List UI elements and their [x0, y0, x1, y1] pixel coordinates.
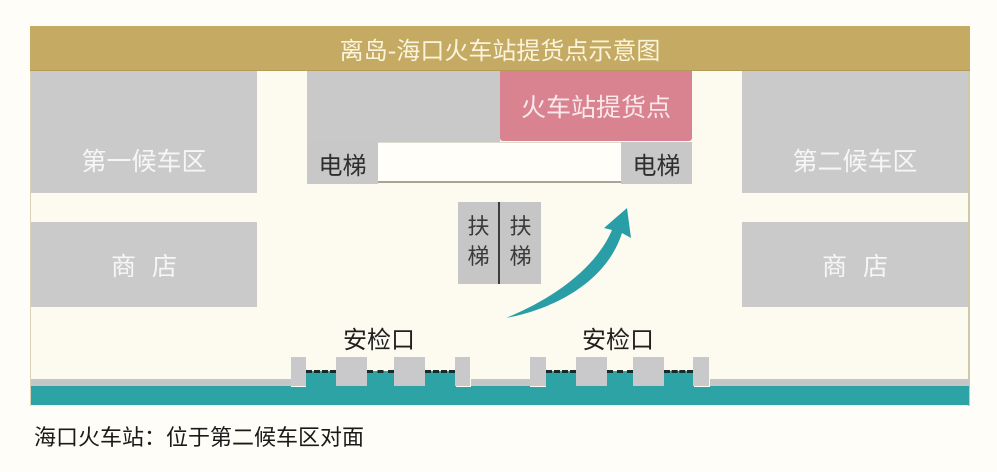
- floor-line: [31, 379, 969, 387]
- first-waiting-area-label: 第一候车区: [81, 147, 207, 176]
- right-gate-post-2: [576, 357, 607, 386]
- second-waiting-area-label: 第二候车区: [792, 147, 918, 176]
- second-waiting-area: 第二候车区: [742, 71, 968, 193]
- right-escalator-char-2: 梯: [509, 245, 532, 270]
- left-gate-lane-3: [425, 370, 455, 373]
- floor-teal-band: [31, 386, 969, 405]
- first-waiting-area: 第一候车区: [31, 71, 257, 193]
- left-elevator: 电梯: [307, 142, 378, 184]
- right-gate-lane-3: [664, 370, 693, 373]
- right-gate-post-3: [633, 357, 664, 386]
- left-gate-post-4: [455, 357, 470, 386]
- left-shop: 商店: [31, 222, 257, 307]
- left-security-label: 安检口: [343, 326, 415, 354]
- left-gate-lane-2: [367, 370, 394, 373]
- left-gate-post-3: [394, 357, 425, 386]
- left-escalator: 扶 梯: [458, 202, 499, 284]
- left-escalator-char-2: 梯: [467, 245, 490, 270]
- right-gate-teal: [546, 371, 694, 387]
- pickup-point: 火车站提货点: [500, 71, 692, 141]
- elevator-corridor: [378, 142, 621, 183]
- direction-arrow-icon: [506, 208, 631, 318]
- right-gate-lane-1: [546, 370, 576, 373]
- right-shop-label: 商店: [821, 251, 904, 281]
- left-elevator-label: 电梯: [318, 151, 367, 180]
- right-escalator-char-1: 扶: [509, 215, 532, 240]
- left-shop-label: 商店: [110, 251, 193, 281]
- right-gate-post-4: [693, 357, 709, 386]
- left-gate-lane-1: [306, 370, 336, 373]
- right-gate-lane-2: [607, 370, 633, 373]
- map-title: 离岛-海口火车站提货点示意图: [339, 36, 661, 65]
- center-gray-block: [307, 71, 500, 143]
- title-bar: 离岛-海口火车站提货点示意图: [30, 26, 970, 71]
- right-elevator-label: 电梯: [632, 151, 681, 180]
- left-gate-post-2: [336, 357, 367, 386]
- escalator-divider: [498, 202, 500, 284]
- left-escalator-char-1: 扶: [467, 215, 490, 240]
- left-gate-teal: [306, 371, 456, 387]
- right-elevator: 电梯: [621, 142, 692, 184]
- right-gate-post-1: [530, 357, 546, 386]
- right-shop: 商店: [742, 222, 968, 307]
- caption: 海口火车站：位于第二候车区对面: [34, 426, 365, 451]
- right-escalator: 扶 梯: [500, 202, 541, 284]
- left-gate-post-1: [291, 357, 306, 386]
- pickup-point-label: 火车站提货点: [520, 93, 671, 122]
- right-security-label: 安检口: [582, 326, 654, 354]
